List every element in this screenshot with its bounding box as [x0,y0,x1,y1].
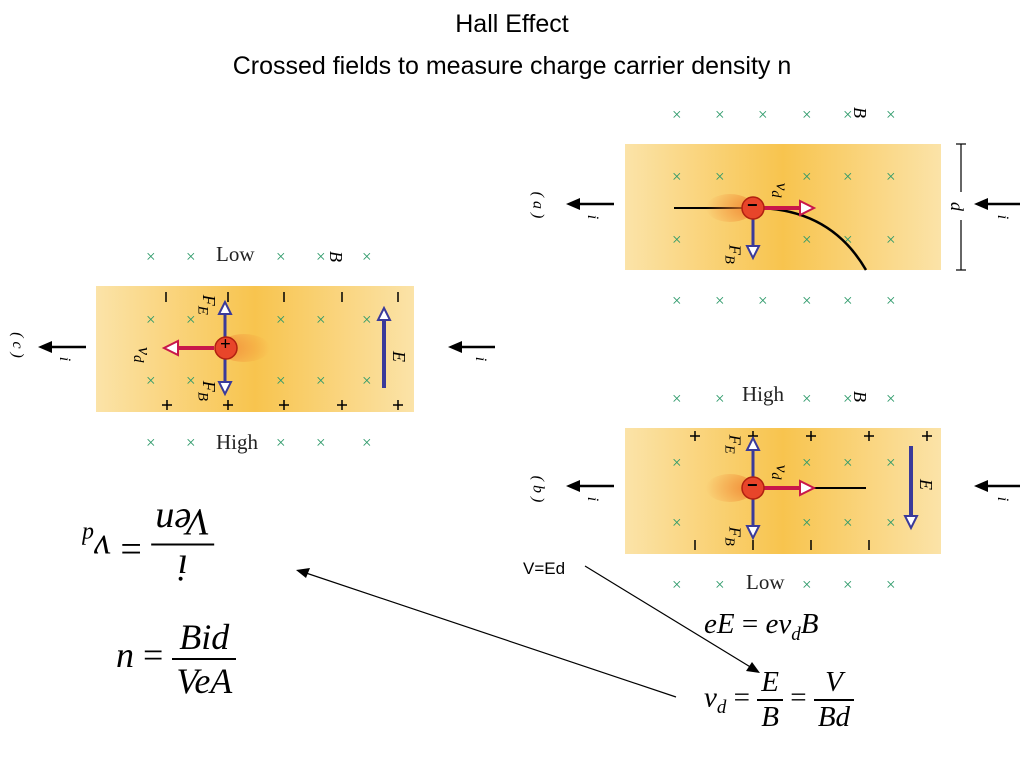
high-label: High [216,430,258,454]
charge-carrier [214,336,238,360]
low-label: Low [746,570,785,594]
svg-text:×: × [886,291,896,310]
svg-text:×: × [186,433,196,452]
force-balance-equation: eE = evdB [704,608,819,645]
motion-trail [706,194,754,222]
svg-text:×: × [672,453,682,472]
surface-charges [690,431,932,550]
svg-text:×: × [715,105,725,124]
svg-text:×: × [843,389,853,408]
low-label: Low [216,242,255,266]
panel-a-figure: × × × × × × × × × × × × × × × × × × × × × [566,105,1020,310]
svg-text:×: × [802,105,812,124]
svg-text:×: × [146,433,156,452]
svg-text:×: × [316,310,326,329]
slide-title: Hall Effect [455,10,569,38]
svg-text:×: × [672,575,682,594]
charge-sign: − [747,195,758,215]
slide-subtitle: Crossed fields to measure charge carrier… [232,52,792,80]
svg-text:×: × [715,291,725,310]
svg-text:×: × [802,453,812,472]
svg-text:×: × [362,247,372,266]
svg-text:×: × [715,389,725,408]
charge-sign: − [747,475,758,495]
panel-b-figure: × × × × × × × × × × × × × × × × × × [566,389,1020,594]
svg-text:×: × [843,453,853,472]
svg-text:×: × [715,575,725,594]
svg-text:×: × [715,167,725,186]
svg-text:×: × [802,389,812,408]
svg-text:×: × [186,247,196,266]
charge-carrier [741,196,765,220]
svg-text:×: × [362,433,372,452]
panel-c: × × × × × × × × × × × × × × × × × × × × [0,230,500,470]
svg-text:×: × [886,575,896,594]
surface-charges [162,292,403,410]
svg-text:×: × [886,167,896,186]
panel-c-figure: × × × × × × × × × × × × × × × × × × × × [38,247,495,452]
svg-text:×: × [672,291,682,310]
svg-text:×: × [186,310,196,329]
b-field-marks: × × × × × × × × × × × × × × × × × × × × × [672,105,896,310]
svg-text:×: × [758,105,768,124]
svg-text:×: × [276,310,286,329]
panel-a: ×××××× ××××× ×××× ×××××× − ( a ) i i B d… [510,92,1024,314]
svg-text:×: × [316,433,326,452]
svg-text:×: × [843,167,853,186]
svg-text:×: × [362,371,372,390]
svg-text:×: × [672,389,682,408]
svg-text:×: × [802,291,812,310]
svg-text:×: × [672,513,682,532]
conductor-strip [625,428,941,554]
svg-text:×: × [886,230,896,249]
v-ed-label: V=Ed [523,559,566,578]
svg-text:×: × [672,230,682,249]
svg-text:×: × [886,389,896,408]
motion-trail [706,474,754,502]
svg-text:×: × [802,167,812,186]
svg-text:×: × [843,513,853,532]
high-label: High [742,382,784,406]
svg-text:×: × [186,371,196,390]
svg-text:×: × [276,433,286,452]
svg-text:×: × [276,371,286,390]
svg-text:×: × [672,167,682,186]
svg-text:×: × [316,247,326,266]
svg-text:×: × [672,105,682,124]
svg-text:×: × [802,230,812,249]
svg-text:×: × [843,291,853,310]
panel-b: × × × × × × × × × × × × × × × × × × [510,378,1024,600]
svg-text:×: × [146,371,156,390]
connector-flipped-eq [305,572,677,698]
charge-sign: + [220,334,231,355]
svg-text:×: × [316,371,326,390]
svg-text:×: × [276,247,286,266]
svg-text:×: × [146,310,156,329]
svg-text:×: × [843,575,853,594]
svg-text:×: × [758,291,768,310]
b-field-marks: × × × × × × × × × × × × × × × × × × [672,389,896,594]
svg-text:×: × [843,105,853,124]
svg-text:×: × [843,230,853,249]
svg-text:×: × [362,310,372,329]
charge-carrier [741,476,765,500]
connector-v-ed [584,565,753,669]
svg-text:×: × [146,247,156,266]
svg-text:×: × [886,513,896,532]
svg-text:×: × [886,105,896,124]
svg-text:×: × [886,453,896,472]
b-field-marks: × × × × × × × × × × × × × × × × × × × × [146,247,372,452]
svg-text:×: × [802,575,812,594]
svg-text:×: × [802,513,812,532]
